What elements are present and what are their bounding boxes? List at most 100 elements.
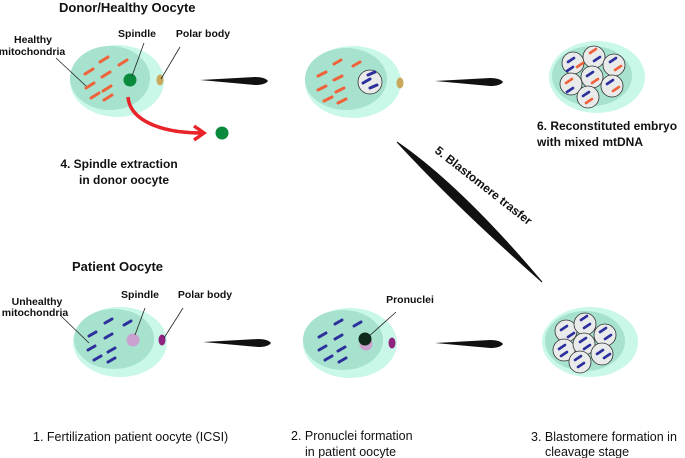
mito <box>585 70 595 78</box>
mito <box>565 65 575 73</box>
unhealthy-mitochondria <box>86 317 133 364</box>
mito <box>559 324 569 332</box>
patient-mito-label-2: mitochondria <box>2 307 69 319</box>
patient-cytoplasm <box>74 309 154 369</box>
mito <box>582 343 592 351</box>
step4-label-1: 4. Spindle extraction <box>60 157 177 171</box>
mito <box>117 58 129 67</box>
mito <box>102 93 114 102</box>
mito <box>613 64 623 72</box>
patient-oocyte <box>73 307 167 377</box>
mito <box>366 70 377 77</box>
mito <box>333 333 344 341</box>
cytoplasm <box>305 48 387 110</box>
mito <box>84 81 96 90</box>
extracted-spindle <box>215 126 229 140</box>
blastomere <box>576 85 600 109</box>
leader-line <box>163 307 184 339</box>
extraction-arrow <box>126 96 203 135</box>
mito <box>559 350 569 358</box>
process-arrow-icon <box>435 78 503 86</box>
mito <box>368 83 379 90</box>
mito <box>86 344 97 352</box>
step2-label-1: 2. Pronuclei formation <box>291 429 413 443</box>
mito <box>316 84 328 92</box>
blastomere <box>580 65 604 89</box>
leader-line <box>131 42 145 77</box>
mito <box>564 77 574 85</box>
patient-nucleus <box>357 69 383 95</box>
mito <box>361 77 372 85</box>
mito <box>590 77 600 85</box>
donor-mito-label-2: mitochondria <box>0 46 65 58</box>
mito <box>334 86 346 94</box>
blastomere <box>590 342 614 366</box>
healthy-mitochondria <box>316 58 362 105</box>
mito <box>595 348 605 356</box>
mito <box>323 354 334 362</box>
extraction-arrowhead-icon <box>192 124 208 142</box>
mito <box>351 60 362 68</box>
mito <box>603 333 613 341</box>
donor-polar-label: Polar body <box>176 28 230 40</box>
patient-spindle-label: Spindle <box>121 289 159 301</box>
blastomeres <box>552 312 617 374</box>
donor-oocyte-with-patient-nucleus <box>305 46 404 118</box>
process-arrow-icon <box>203 339 271 347</box>
step4-label-2: in donor oocyte <box>79 173 169 187</box>
step3-label-2: cleavage stage <box>545 445 629 458</box>
mito <box>584 97 594 105</box>
mito <box>592 55 602 63</box>
mito <box>89 91 101 100</box>
process-arrow-icon <box>435 340 503 348</box>
mito <box>122 319 133 327</box>
mito <box>106 356 117 364</box>
step6-label-1: 6. Reconstituted embryo <box>537 119 677 133</box>
pronuclei-oocyte <box>303 308 397 378</box>
mito <box>317 344 328 352</box>
mito <box>608 56 618 64</box>
mito <box>581 90 591 98</box>
patient-spindle <box>126 333 140 347</box>
patient-mito-label-1: Unhealthy <box>12 296 63 308</box>
mito <box>103 317 114 325</box>
blastomere <box>559 72 583 96</box>
mito <box>579 314 589 322</box>
pronucleus-male <box>358 332 372 346</box>
mito <box>316 70 328 78</box>
mito <box>103 332 114 340</box>
transfer-arrow-icon <box>396 141 543 283</box>
mixed-mitochondria <box>564 47 623 105</box>
unhealthy-mitochondria <box>557 314 613 369</box>
patient-polar-body <box>158 334 166 346</box>
mito <box>566 331 576 339</box>
leader-line <box>55 57 87 87</box>
patient-polar-label: Polar body <box>178 289 232 301</box>
mito <box>576 361 586 369</box>
polar-body <box>388 337 396 349</box>
donor-oocyte <box>70 45 164 117</box>
mito <box>598 326 608 334</box>
pronuclei-label: Pronuclei <box>386 294 434 306</box>
leader-line <box>160 46 181 80</box>
donor-heading: Donor/Healthy Oocyte <box>59 0 196 15</box>
mito <box>602 352 612 360</box>
leader-line <box>134 307 146 336</box>
mito <box>611 85 621 93</box>
mito <box>332 74 344 82</box>
unhealthy-mitochondria <box>361 70 379 90</box>
mito <box>575 61 585 69</box>
step6-label-2: with mixed mtDNA <box>536 135 643 149</box>
donor-cytoplasm <box>70 46 150 110</box>
blastomere <box>568 350 592 374</box>
leader-line <box>366 311 397 339</box>
reconstituted-embryo <box>549 41 645 113</box>
donor-mito-label-1: Healthy <box>14 34 52 46</box>
donor-spindle <box>123 73 137 87</box>
leader-line <box>59 314 90 344</box>
mito <box>101 84 113 93</box>
mito <box>588 47 598 55</box>
step1-label: 1. Fertilization patient oocyte (ICSI) <box>33 430 228 444</box>
patient-heading: Patient Oocyte <box>72 259 163 274</box>
